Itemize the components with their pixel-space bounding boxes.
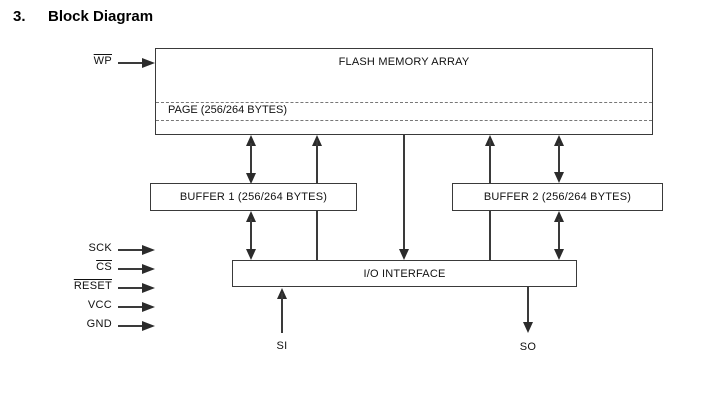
buffer2-io-arrow-line (558, 219, 560, 252)
buffer1-io-arrowhead-up-icon (246, 211, 256, 222)
section-title: Block Diagram (48, 8, 154, 25)
si-arrow-line (281, 293, 283, 333)
page-dashed-line-bottom (156, 120, 652, 121)
wp-signal-label: WP (93, 55, 112, 67)
section-number: 3. (13, 8, 26, 25)
io-interface-box: I/O INTERFACE (232, 260, 577, 287)
vcc-signal-label: VCC (87, 299, 112, 311)
gnd-arrowhead-icon (142, 321, 155, 331)
flash-buffer2-arrow-line (558, 143, 560, 175)
flash-buffer2-arrowhead-down-icon (554, 172, 564, 183)
flash-buffer1-arrowhead-up-icon (246, 135, 256, 146)
io-interface-label: I/O INTERFACE (363, 267, 446, 280)
flash-buffer1-arrow-line (250, 143, 252, 176)
page-section-label: PAGE (256/264 BYTES) (166, 104, 290, 116)
buffer1-io-arrow-line (250, 219, 252, 252)
sck-arrow-line (118, 249, 142, 251)
so-arrow-line (527, 287, 529, 322)
sck-arrowhead-icon (142, 245, 155, 255)
reset-arrowhead-icon (142, 283, 155, 293)
sck-signal-label: SCK (88, 242, 112, 254)
gnd-signal-label: GND (86, 318, 112, 330)
flash-memory-array-label: FLASH MEMORY ARRAY (338, 56, 470, 68)
page-title: 3. Block Diagram (13, 8, 153, 25)
vcc-arrow-line (118, 306, 142, 308)
reset-signal-label: RESET (73, 280, 112, 292)
wp-arrow-line (118, 62, 142, 64)
buffer1-io-arrowhead-down-icon (246, 249, 256, 260)
gnd-arrow-line (118, 325, 142, 327)
cs-signal-label: CS (96, 261, 112, 273)
so-arrowhead-icon (523, 322, 533, 333)
buffer1-label: BUFFER 1 (256/264 BYTES) (179, 191, 328, 203)
buffer1-box: BUFFER 1 (256/264 BYTES) (150, 183, 357, 211)
page-dashed-line-top (156, 102, 652, 103)
cs-arrow-line (118, 268, 142, 270)
buffer2-box: BUFFER 2 (256/264 BYTES) (452, 183, 663, 211)
so-pin-label: SO (519, 341, 537, 353)
wp-arrowhead-icon (142, 58, 155, 68)
si-pin-label: SI (276, 340, 288, 352)
flash-memory-array-box: FLASH MEMORY ARRAY PAGE (256/264 BYTES) (155, 48, 653, 135)
buffer2-io-arrowhead-up-icon (554, 211, 564, 222)
flash-buffer2-arrowhead-up-icon (554, 135, 564, 146)
flash-io-center-line (403, 135, 405, 251)
buffer2-label: BUFFER 2 (256/264 BYTES) (483, 191, 632, 203)
vcc-arrowhead-icon (142, 302, 155, 312)
cs-arrowhead-icon (142, 264, 155, 274)
flash-io-center-arrowhead-icon (399, 249, 409, 260)
reset-arrow-line (118, 287, 142, 289)
flash-buffer1-arrowhead-down-icon (246, 173, 256, 184)
buffer2-io-arrowhead-down-icon (554, 249, 564, 260)
